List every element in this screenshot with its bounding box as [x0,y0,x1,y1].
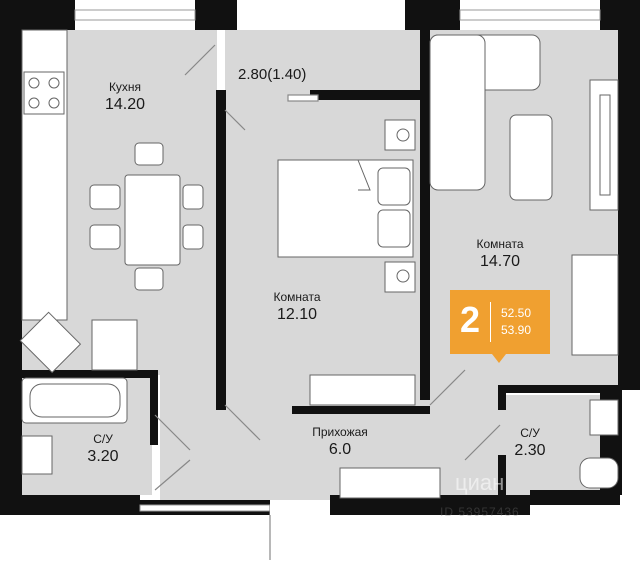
wardrobe-icons [309,374,441,499]
kitchen-area: 14.20 [104,96,146,113]
bath1-area: 3.20 [87,448,119,465]
walls [0,0,640,515]
label-bedroom: Комната 12.10 [262,290,332,324]
kitchen-counter [19,29,138,374]
watermark-brand: циан [455,470,505,495]
balcony [235,0,405,20]
stove-icon [23,71,65,115]
living-area: 14.70 [479,253,521,270]
bath2-area: 2.30 [514,442,546,459]
hall-area: 6.0 [328,441,352,458]
entrance-gap [270,500,330,515]
balcony-label: 2.80(1.40) [238,66,307,83]
bath2-name: С/У [520,426,540,440]
sofa-icon [429,34,619,356]
badge-rooms: 2 [460,299,481,340]
badge-area-total: 53.90 [501,323,532,337]
watermark-id: ID 53957436 [440,505,520,519]
label-bath2: С/У 2.30 [505,426,555,460]
bath1-name: С/У [93,432,113,446]
label-kitchen: Кухня 14.20 [95,80,155,114]
bathtub-icon [21,377,619,489]
label-hall: Прихожая 6.0 [300,425,380,459]
bed-icon [277,119,416,293]
label-living: Комната 14.70 [465,237,535,271]
badge-area-living: 52.50 [501,306,532,320]
label-bath1: С/У 3.20 [78,432,128,466]
floor-balcony-strip [225,30,420,100]
dining-table-icon [89,142,204,291]
bedroom-name: Комната [273,290,321,304]
living-name: Комната [476,237,524,251]
kitchen-name: Кухня [108,80,142,94]
bedroom-area: 12.10 [276,306,318,323]
doors [154,44,501,560]
room-count-badge: 2 52.50 53.90 [450,290,550,363]
hall-name: Прихожая [312,425,368,439]
badge-divider [490,302,491,342]
